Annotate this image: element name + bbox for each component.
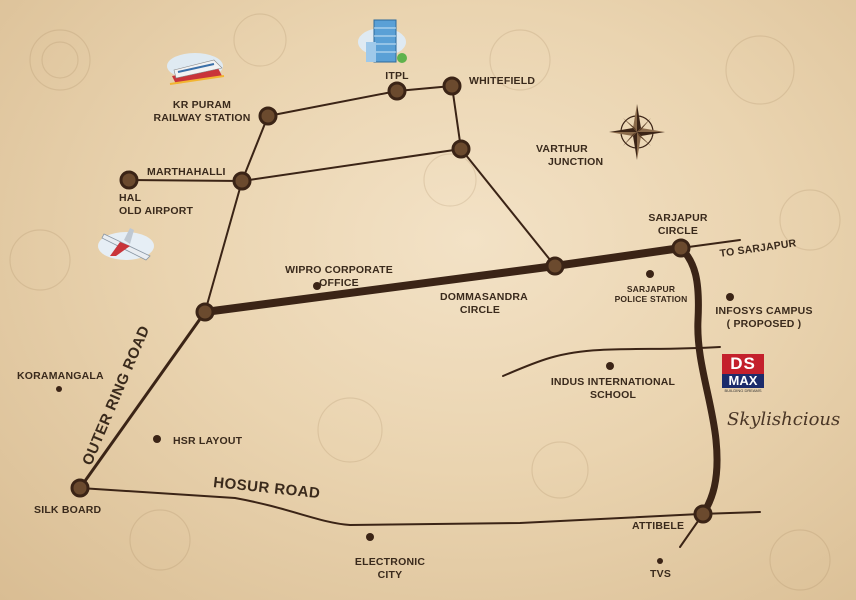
label-varthur-line1: VARTHUR xyxy=(536,143,588,155)
label-sarjapur-police-line1: SARJAPUR xyxy=(626,284,676,294)
road-hal-marthahalli xyxy=(128,179,243,182)
road-sarjapur-attibele xyxy=(677,244,721,518)
dot-tvs xyxy=(657,558,663,564)
label-infosys: INFOSYS CAMPUS ( PROPOSED ) xyxy=(712,305,816,331)
compass-rose-icon xyxy=(609,104,665,160)
label-varthur-line2: JUNCTION xyxy=(548,156,604,168)
label-hal-old-airport: HAL OLD AIRPORT xyxy=(119,192,193,218)
label-sarjapur-police: SARJAPUR POLICE STATION xyxy=(610,284,692,304)
node-itpl xyxy=(387,81,407,101)
road-varthur-dommasandra xyxy=(460,148,556,267)
label-sarjapur-circle: SARJAPUR CIRCLE xyxy=(640,212,716,238)
label-indus-line1: INDUS INTERNATIONAL xyxy=(550,376,676,388)
dot-sarjapur-police xyxy=(646,270,654,278)
label-indus-line2: SCHOOL xyxy=(589,389,637,401)
project-name: Skylishcious xyxy=(727,409,841,430)
logo-ds-text: DS xyxy=(722,354,764,374)
label-dommasandra-line2: CIRCLE xyxy=(459,304,501,316)
label-attibele: ATTIBELE xyxy=(632,520,685,532)
label-sarjapur-police-line2: POLICE STATION xyxy=(614,294,688,304)
label-electronic-city: ELECTRONIC CITY xyxy=(340,556,440,582)
label-hal-line1: HAL xyxy=(119,192,142,204)
node-whitefield xyxy=(442,76,462,96)
label-hal-line2: OLD AIRPORT xyxy=(119,205,194,217)
logo-tagline: BUILDING DREAMS xyxy=(724,388,762,393)
road-to-sarjapur xyxy=(680,239,741,249)
road-krpuram-marthahalli xyxy=(241,115,269,182)
outer-ring-road xyxy=(78,311,207,489)
logo-max-text: MAX xyxy=(722,374,764,388)
label-sarjapur-circle-line1: SARJAPUR xyxy=(648,212,708,224)
node-varthur xyxy=(451,139,471,159)
label-electronic-line2: CITY xyxy=(377,569,403,581)
hosur-road xyxy=(79,487,761,527)
train-icon xyxy=(167,53,225,85)
label-dommasandra-line1: DOMMASANDRA xyxy=(440,291,528,303)
road-indus xyxy=(502,346,721,377)
label-infosys-line1: INFOSYS CAMPUS xyxy=(715,305,813,317)
road-krpuram-itpl xyxy=(267,90,398,117)
label-wipro-line2: OFFICE xyxy=(319,277,359,289)
label-marthahalli: MARTHAHALLI xyxy=(147,166,226,178)
label-dommasandra: DOMMASANDRA CIRCLE xyxy=(440,291,528,317)
road-marthahalli-varthur xyxy=(241,148,462,182)
label-kr-puram-line1: KR PURAM xyxy=(172,99,232,111)
dot-wipro xyxy=(313,282,321,290)
label-wipro: WIPRO CORPORATE OFFICE xyxy=(281,264,397,290)
label-infosys-line2: ( PROPOSED ) xyxy=(726,318,802,330)
label-silk-board: SILK BOARD xyxy=(34,504,102,516)
node-marthahalli xyxy=(232,171,252,191)
road-marthahalli-orr xyxy=(204,180,243,313)
label-itpl: ITPL xyxy=(385,70,409,82)
label-sarjapur-circle-line2: CIRCLE xyxy=(657,225,699,237)
road-whitefield-varthur xyxy=(451,85,462,150)
label-electronic-line1: ELECTRONIC xyxy=(354,556,426,568)
node-kr-puram xyxy=(258,106,278,126)
dot-indus xyxy=(606,362,614,370)
dot-electronic-city xyxy=(366,533,374,541)
label-varthur-junction: VARTHUR JUNCTION xyxy=(536,143,603,169)
node-sarjapur-circle xyxy=(671,238,691,258)
ds-max-logo: DS MAX BUILDING DREAMS xyxy=(722,354,764,394)
label-tvs: TVS xyxy=(650,568,672,580)
dot-infosys xyxy=(726,293,734,301)
label-whitefield: WHITEFIELD xyxy=(469,75,536,87)
node-attibele xyxy=(693,504,713,524)
label-indus: INDUS INTERNATIONAL SCHOOL xyxy=(545,376,681,402)
label-wipro-line1: WIPRO CORPORATE xyxy=(285,264,393,276)
building-icon xyxy=(358,19,407,63)
node-dommasandra xyxy=(545,256,565,276)
node-hal xyxy=(119,170,139,190)
node-orr xyxy=(195,302,215,322)
label-koramangala: KORAMANGALA xyxy=(17,370,104,382)
dot-koramangala xyxy=(56,386,62,392)
label-hsr-layout: HSR LAYOUT xyxy=(173,435,243,447)
airplane-icon xyxy=(98,228,154,261)
dot-hsr xyxy=(153,435,161,443)
label-kr-puram: KR PURAM RAILWAY STATION xyxy=(150,99,254,125)
label-kr-puram-line2: RAILWAY STATION xyxy=(153,112,251,124)
node-silk-board xyxy=(70,478,90,498)
